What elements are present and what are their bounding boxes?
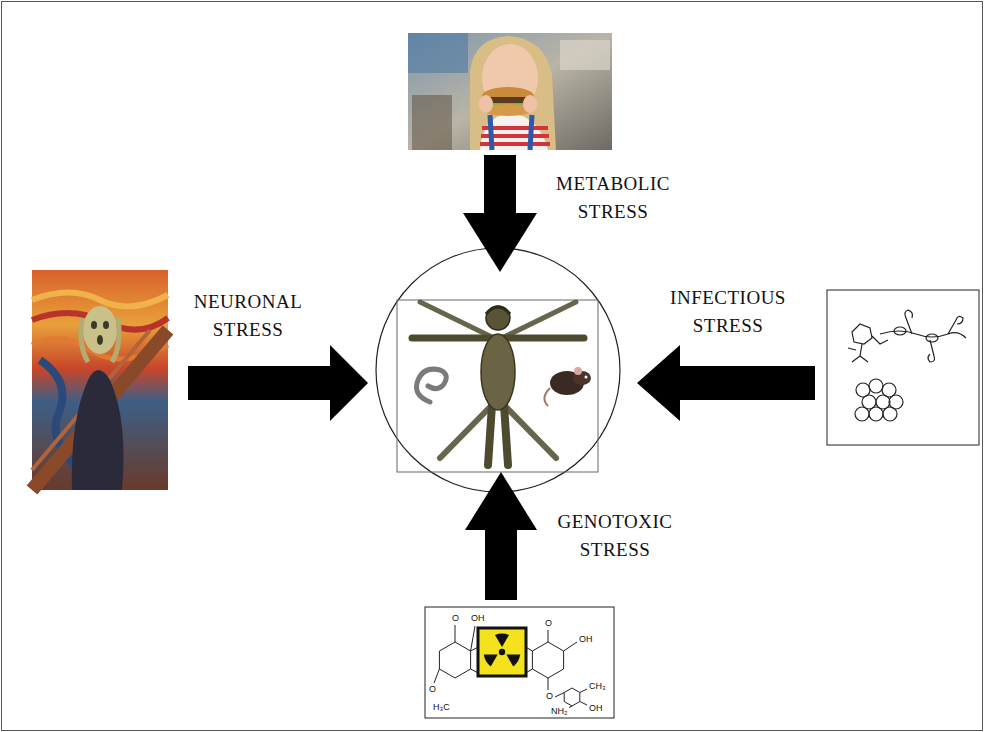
stress-label: NEURONAL STRESS xyxy=(168,288,328,344)
scream-painting xyxy=(32,270,168,490)
atom-label: CH₃ xyxy=(588,681,607,691)
stress-label: INFECTIOUS STRESS xyxy=(648,284,808,340)
stress-label: METABOLIC STRESS xyxy=(533,170,693,226)
vitruvian-figure xyxy=(376,248,620,492)
atom-label: O xyxy=(428,684,437,694)
atom-label: O xyxy=(545,691,554,701)
down-arrow xyxy=(463,155,537,272)
stress-label: GENOTOXIC STRESS xyxy=(535,508,695,564)
up-arrow xyxy=(465,472,537,600)
atom-label: OH xyxy=(588,703,604,713)
atom-label: NH₂ xyxy=(550,706,569,716)
mouse-icon xyxy=(544,367,591,406)
worm-icon xyxy=(417,369,447,402)
genotoxic-box xyxy=(425,607,614,718)
left-arrow xyxy=(637,345,815,421)
microbe-box xyxy=(827,290,979,445)
burger-photo xyxy=(408,33,612,150)
atom-label: O xyxy=(544,618,553,628)
atom-label: H₃C xyxy=(432,702,451,712)
atom-label: O xyxy=(451,613,460,623)
stress-arrows xyxy=(188,155,815,600)
right-arrow xyxy=(188,345,368,421)
atom-label: OH xyxy=(578,634,594,644)
atom-label: OH xyxy=(470,613,486,623)
